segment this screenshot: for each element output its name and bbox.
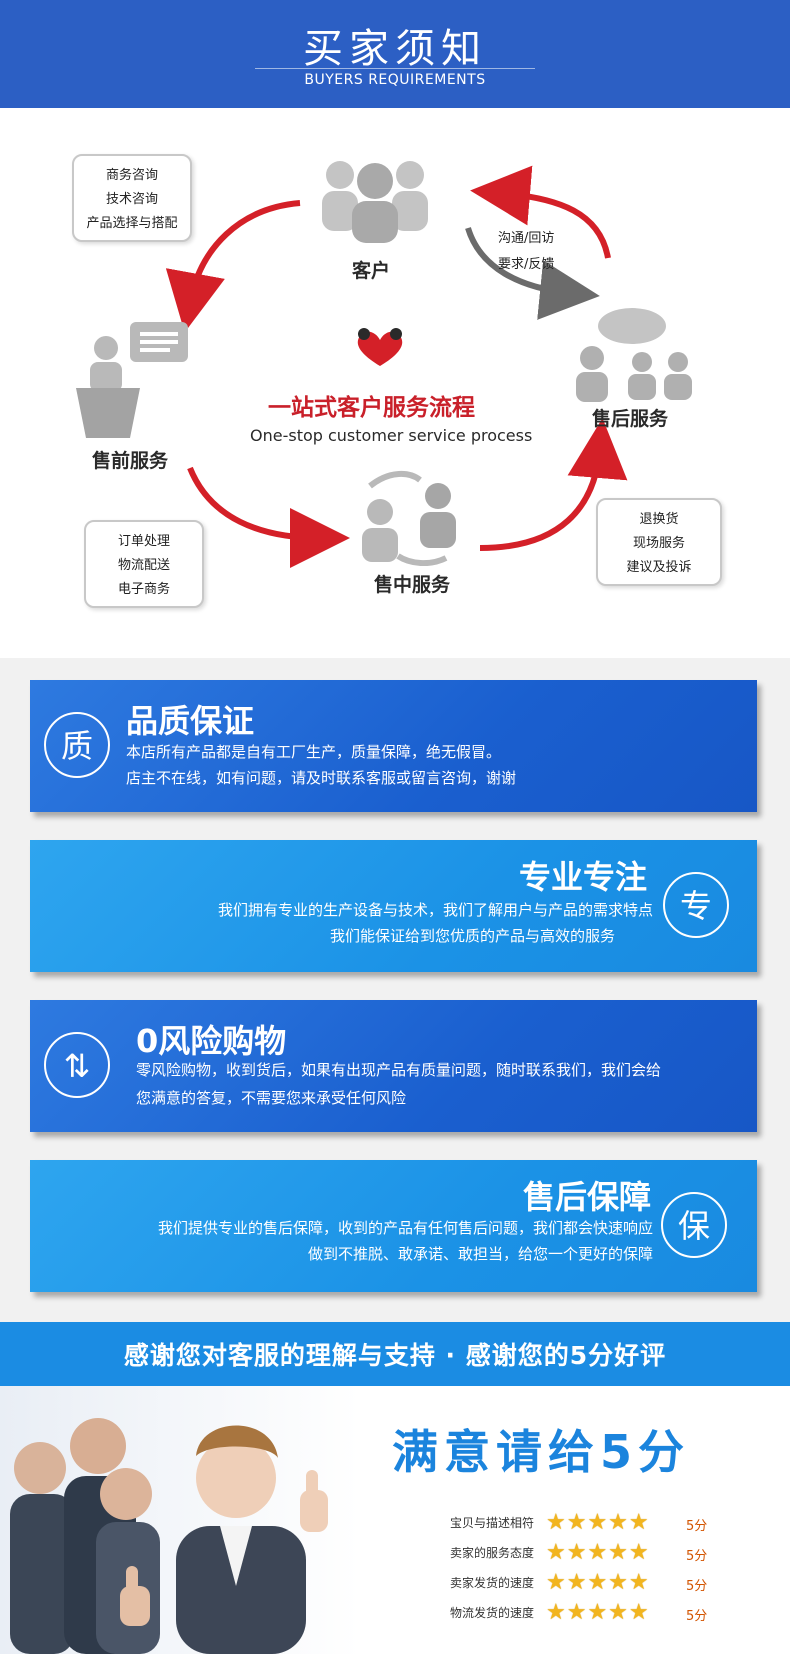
rating-section: 满意请给5分 宝贝与描述相符 ★★★★★ 5分 卖家的服务态度 ★★★★★ 5分… [0, 1386, 790, 1654]
note-line: 建议及投诉 [626, 560, 692, 575]
feature-title: 品质保证 [126, 702, 255, 740]
note-line: 商务咨询 [105, 168, 158, 183]
rating-label: 宝贝与描述相符 [450, 1516, 535, 1530]
note-line: 技术咨询 [105, 192, 158, 207]
feature-text: 零风险购物，收到货后，如果有出现产品有质量问题，随时联系我们，我们会给 [136, 1061, 662, 1079]
note-line: 订单处理 [117, 534, 170, 549]
rating-title: 满意请给5分 [392, 1425, 691, 1479]
rating-label: 卖家的服务态度 [450, 1546, 535, 1560]
customer-group-icon [322, 161, 428, 243]
feature-zero-risk: ⇅ 0风险购物 零风险购物，收到货后，如果有出现产品有质量问题，随时联系我们，我… [30, 1000, 757, 1132]
note-line: 要求/反馈 [498, 257, 555, 272]
note-line: 沟通/回访 [498, 231, 555, 246]
process-subtitle: One-stop customer service process [250, 426, 533, 445]
insale-exchange-icon [362, 471, 456, 566]
note-consult: 商务咨询 技术咨询 产品选择与搭配 [72, 154, 192, 242]
rating-row-logistics: 物流发货的速度 ★★★★★ 5分 [450, 1600, 770, 1628]
feature-quality: 质 品质保证 本店所有产品都是自有工厂生产，质量保障，绝无假冒。 店主不在线，如… [30, 680, 757, 812]
page-title: 买家须知 [303, 26, 487, 72]
node-aftersale: 售后服务 [592, 408, 669, 430]
rating-score: 5分 [686, 1579, 708, 1594]
feature-text: 您满意的答复，不需要您来承受任何风险 [136, 1089, 407, 1107]
note-communicate: 沟通/回访 要求/反馈 [498, 226, 554, 278]
rating-score: 5分 [686, 1549, 708, 1564]
feature-text: 店主不在线，如有问题，请及时联系客服或留言咨询，谢谢 [126, 769, 517, 787]
node-insale: 售中服务 [374, 574, 451, 596]
thumbs-up-people-photo [0, 1386, 360, 1654]
aftersale-group-icon [576, 308, 692, 402]
note-line: 产品选择与搭配 [86, 216, 178, 231]
arrow-insale-to-aftersale [479, 418, 628, 551]
note-line: 电子商务 [117, 582, 170, 597]
star-rating-icon: ★★★★★ [546, 1540, 650, 1565]
feature-text: 本店所有产品都是自有工厂生产，质量保障，绝无假冒。 [126, 743, 502, 761]
service-process-diagram: 客户 商务咨询 技术咨询 产品选择与搭配 沟通/回访 要求/反馈 售前服务 一站… [0, 108, 790, 658]
rating-label: 物流发货的速度 [450, 1606, 535, 1620]
arrow-customer-to-presale [165, 200, 301, 333]
quality-icon: 质 [44, 712, 110, 778]
star-rating-icon: ★★★★★ [546, 1570, 650, 1595]
star-rating-icon: ★★★★★ [546, 1600, 650, 1625]
feature-text: 我们能保证给到您优质的产品与高效的服务 [329, 927, 615, 945]
header-banner: 买家须知 BUYERS REQUIREMENTS [0, 0, 790, 108]
rating-score: 5分 [686, 1609, 708, 1624]
feature-after-sale: 售后保障 我们提供专业的售后保障，收到的产品有任何售后问题，我们都会快速响应 做… [30, 1160, 757, 1292]
header-divider [255, 68, 535, 69]
feature-title: 售后保障 [522, 1178, 651, 1216]
rating-score: 5分 [686, 1519, 708, 1534]
arrow-aftersale-to-customer [470, 165, 611, 259]
service-logo-icon [357, 328, 403, 366]
note-order: 订单处理 物流配送 电子商务 [84, 520, 204, 608]
feature-text: 我们提供专业的售后保障，收到的产品有任何售后问题，我们都会快速响应 [157, 1219, 653, 1237]
node-presale: 售前服务 [92, 450, 169, 472]
note-line: 物流配送 [117, 558, 170, 573]
feature-title: 专业专注 [518, 858, 647, 896]
process-title: 一站式客户服务流程 [268, 395, 475, 421]
arrows-updown-icon: ⇅ [44, 1032, 110, 1098]
note-returns: 退换货 现场服务 建议及投诉 [596, 498, 722, 586]
note-line: 现场服务 [632, 536, 685, 551]
feature-title: 0风险购物 [136, 1022, 287, 1060]
rating-row-seller-shipping: 卖家发货的速度 ★★★★★ 5分 [450, 1570, 770, 1598]
note-line: 退换货 [639, 512, 679, 527]
thanks-text: 感谢您对客服的理解与支持 · 感谢您的5分好评 [123, 1341, 667, 1370]
arrow-presale-to-insale [187, 466, 350, 568]
rating-row-description: 宝贝与描述相符 ★★★★★ 5分 [450, 1510, 770, 1538]
rating-row-service: 卖家的服务态度 ★★★★★ 5分 [450, 1540, 770, 1568]
feature-professional: 专业专注 我们拥有专业的生产设备与技术，我们了解用户与产品的需求特点 我们能保证… [30, 840, 757, 972]
process-arrows [165, 165, 628, 568]
presale-speaker-icon [76, 322, 188, 438]
node-customer: 客户 [352, 260, 391, 282]
professional-icon: 专 [663, 872, 729, 938]
rating-label: 卖家发货的速度 [450, 1576, 535, 1590]
arrow-customer-to-aftersale [465, 227, 600, 320]
guarantee-icon: 保 [661, 1192, 727, 1258]
feature-text: 我们拥有专业的生产设备与技术，我们了解用户与产品的需求特点 [217, 901, 653, 919]
star-rating-icon: ★★★★★ [546, 1510, 650, 1535]
feature-text: 做到不推脱、敢承诺、敢担当，给您一个更好的保障 [307, 1245, 653, 1263]
thanks-banner: 感谢您对客服的理解与支持 · 感谢您的5分好评 [0, 1322, 790, 1386]
feature-list: 质 品质保证 本店所有产品都是自有工厂生产，质量保障，绝无假冒。 店主不在线，如… [0, 658, 790, 1322]
page-subtitle: BUYERS REQUIREMENTS [304, 72, 486, 88]
